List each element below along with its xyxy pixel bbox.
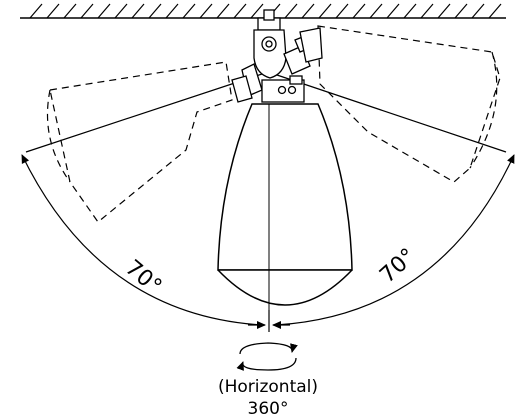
ceiling (20, 3, 506, 19)
tilt-range-arcs (21, 154, 515, 326)
tilted-speaker-right-outline (317, 25, 501, 183)
ceiling-hatch-mark (301, 3, 315, 19)
ceiling-hatch-mark (148, 3, 162, 19)
center-limit-arrows (248, 310, 290, 332)
ceiling-hatch-mark (369, 3, 383, 19)
horizontal-rotation-icon (236, 342, 298, 371)
ceiling-hatch-mark (471, 3, 485, 19)
mount-bracket (231, 9, 323, 103)
ceiling-hatch-mark (29, 3, 43, 19)
tilt-axis-lines (25, 73, 507, 153)
ceiling-hatch-mark (63, 3, 77, 19)
ceiling-hatch-mark (318, 3, 332, 19)
rotation-angle-label: 360° (248, 399, 289, 419)
ceiling-hatch-mark (454, 3, 468, 19)
speaker-body (217, 103, 353, 306)
ceiling-hatch-mark (114, 3, 128, 19)
tilted-speaker-left-outline (46, 61, 233, 223)
ceiling-hatch-mark (199, 3, 213, 19)
left-tilt-angle-label: 70° (120, 255, 166, 299)
right-tilt-angle-label: 70° (375, 244, 421, 289)
ceiling-hatch-mark (437, 3, 451, 19)
ceiling-hatch-mark (488, 3, 502, 19)
ceiling-hatch-mark (284, 3, 298, 19)
ceiling-hatch-mark (420, 3, 434, 19)
ceiling-hatch-mark (352, 3, 366, 19)
ceiling-hatch-mark (97, 3, 111, 19)
ceiling-hatch-mark (80, 3, 94, 19)
ceiling-hatch-mark (165, 3, 179, 19)
ceiling-hatch-mark (131, 3, 145, 19)
ceiling-hatch-mark (233, 3, 247, 19)
ceiling-hatch-mark (403, 3, 417, 19)
ceiling-hatch-mark (386, 3, 400, 19)
ceiling-hatch-mark (216, 3, 230, 19)
rotation-mode-label: (Horizontal) (218, 377, 318, 397)
ceiling-hatch-mark (46, 3, 60, 19)
ceiling-hatch-mark (335, 3, 349, 19)
ceiling-hatch-mark (250, 3, 264, 19)
ceiling-hatch-mark (182, 3, 196, 19)
